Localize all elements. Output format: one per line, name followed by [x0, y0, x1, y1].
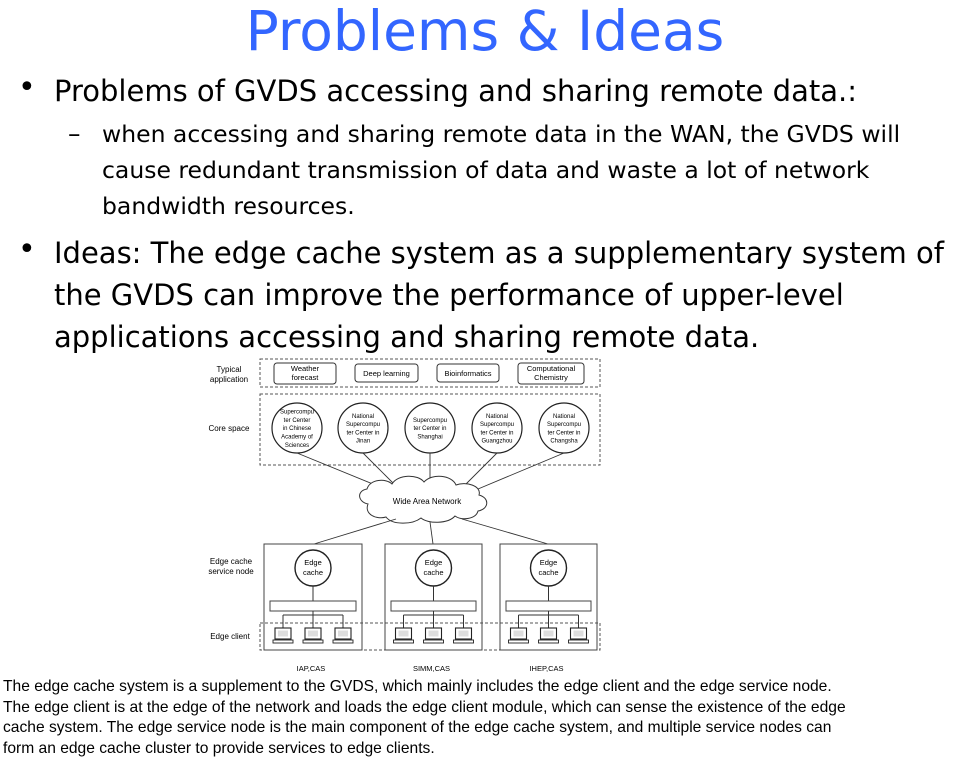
app-label: Deep learning [363, 369, 410, 378]
sub-line: cause redundant transmission of data and… [102, 156, 870, 184]
caption-line: cache system. The edge service node is t… [3, 719, 832, 736]
site-label: IHEP,CAS [529, 664, 563, 673]
center-label: Shanghai [417, 435, 442, 441]
edge-cache-label: cache [423, 568, 443, 577]
app-label: Chemistry [534, 373, 568, 382]
bullet-ideas-line: Ideas: The edge cache system as a supple… [54, 236, 944, 270]
app-label: Bioinformatics [444, 369, 491, 378]
bullet-ideas: • Ideas: The edge cache system as a supp… [18, 232, 944, 358]
caption-line: The edge cache system is a supplement to… [3, 678, 832, 695]
edge-cache-label: Edge [425, 558, 443, 567]
edge-service-nodes: EdgecacheIAP,CASEdgecacheSIMM,CASEdgecac… [263, 543, 598, 673]
bullet-problems: • Problems of GVDS accessing and sharing… [18, 70, 857, 112]
row-label-edge-client: Edge client [210, 632, 250, 641]
app-box-bioinformatics [436, 363, 500, 383]
computer-icon [272, 627, 294, 644]
computer-icon [538, 627, 559, 644]
computer-icon [453, 627, 474, 644]
bullet-problems-line: Problems of GVDS accessing and sharing r… [54, 74, 857, 108]
caption-line: form an edge cache cluster to provide se… [3, 739, 435, 757]
sub-bullet-wan: – when accessing and sharing remote data… [68, 116, 922, 224]
center-label: Supercompu [413, 418, 447, 424]
app-layer-box [259, 358, 601, 388]
center-label: National [486, 414, 508, 420]
app-box-weather [273, 362, 337, 385]
bullet-ideas-line: the GVDS can improve the performance of … [54, 278, 844, 312]
center-label: Changsha [550, 439, 578, 445]
center-label: Guangzhou [481, 439, 512, 445]
switch-bar [269, 600, 357, 612]
core-wan-links [296, 452, 565, 490]
center-label: in Chinese [283, 426, 312, 432]
center-label: ter Center in [413, 426, 446, 432]
site-label: SIMM,CAS [413, 664, 450, 673]
computer-icon [423, 627, 444, 644]
center-label: Supercompu [346, 422, 380, 428]
computer-icon [568, 627, 589, 644]
center-label: Supercompu [547, 422, 581, 428]
center-label: National [553, 414, 575, 420]
wan-cloud: Wide Area Network [359, 475, 488, 524]
caption-line: The edge client is at the edge of the ne… [3, 698, 846, 716]
sub-line: when accessing and sharing remote data i… [102, 120, 901, 148]
edge-cache-label: Edge [304, 558, 322, 567]
edge-node-box [499, 543, 598, 651]
center-label: Jinan [356, 439, 370, 445]
row-label-core: Core space [209, 424, 250, 433]
bullet-problems-text: Problems of GVDS accessing and sharing r… [54, 70, 857, 112]
bullet-dot: • [18, 232, 36, 267]
bullet-ideas-line: applications accessing and sharing remot… [54, 320, 760, 354]
computer-icon [508, 627, 529, 644]
app-label: Weather [291, 364, 320, 373]
center-label: Supercompu [280, 410, 314, 416]
row-label-edge-node-2: service node [208, 567, 254, 576]
switch-bar [390, 600, 477, 612]
computer-icon [302, 627, 324, 644]
switch-bar [505, 600, 592, 612]
wan-label: Wide Area Network [393, 497, 462, 506]
wan-node-links [313, 518, 549, 545]
edge-node-box [263, 543, 363, 651]
site-label: IAP,CAS [297, 664, 326, 673]
center-label: ter Center in [480, 430, 513, 436]
edge-cache-label: cache [538, 568, 558, 577]
computer-icon [332, 627, 354, 644]
row-label-app-1: Typical [217, 365, 242, 374]
dash-marker: – [68, 119, 81, 148]
bullet-ideas-text: Ideas: The edge cache system as a supple… [54, 232, 944, 358]
center-label: ter Center in [547, 430, 580, 436]
app-box-chemistry [517, 362, 585, 385]
computer-icon [393, 627, 414, 644]
center-label: National [352, 414, 374, 420]
center-label: ter Center [284, 418, 311, 424]
center-label: Sciences [285, 443, 309, 449]
center-label: Academy of [281, 435, 313, 441]
edge-node-box [384, 543, 483, 651]
edge-cache-label: Edge [540, 558, 558, 567]
bullet-dot: • [18, 70, 36, 105]
app-label: forecast [292, 373, 320, 382]
row-label-app-2: application [210, 375, 248, 384]
row-label-edge-node-1: Edge cache [210, 557, 253, 566]
center-node: Supercompu ter Center in Shanghai [404, 402, 456, 454]
sub-line: bandwidth resources. [102, 192, 355, 220]
sub-bullet-wan-text: when accessing and sharing remote data i… [102, 116, 922, 224]
architecture-diagram: Typical application Core space Edge cach… [208, 358, 601, 673]
center-label: ter Center in [346, 430, 379, 436]
app-box-deep-learning [354, 363, 419, 383]
figure-caption: The edge cache system is a supplement to… [3, 677, 969, 759]
app-label: Computational [527, 364, 576, 373]
slide-title: Problems & Ideas [245, 0, 725, 63]
edge-cache-label: cache [303, 568, 323, 577]
center-label: Supercompu [480, 422, 514, 428]
